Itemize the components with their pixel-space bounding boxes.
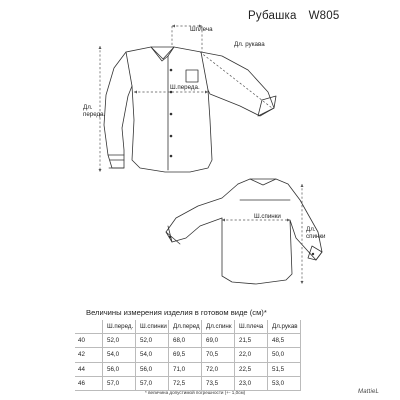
table-cell: 21,5 xyxy=(234,333,268,349)
table-cell: 70,5 xyxy=(201,347,235,363)
table-header-row: Ш.перед. Ш.спинки Дл.перед Дл.спинк Ш.пл… xyxy=(75,320,301,335)
table-cell: 57,0 xyxy=(135,376,169,391)
table-cell: 51,5 xyxy=(267,362,301,377)
table-cell: 53,0 xyxy=(267,376,301,391)
table-cell: 52,0 xyxy=(135,333,169,349)
table-header-cell: Ш.плеча xyxy=(234,320,268,335)
measurements-caption: Величины измерения изделия в готовом вид… xyxy=(86,308,267,317)
table-cell: 54,0 xyxy=(135,347,169,363)
table-header-cell xyxy=(75,320,103,335)
table-cell: 23,0 xyxy=(234,376,268,391)
table-cell: 46 xyxy=(75,376,103,391)
shirt-back-sketch xyxy=(165,178,323,285)
table-cell: 40 xyxy=(75,333,103,349)
table-row: 40 52,0 52,0 68,0 69,0 21,5 48,5 xyxy=(75,333,301,349)
table-cell: 69,0 xyxy=(201,333,235,349)
table-cell: 22,0 xyxy=(234,347,268,363)
table-row: 42 54,0 54,0 69,5 70,5 22,0 50,0 xyxy=(75,347,301,363)
table-cell: 57,0 xyxy=(102,376,136,391)
table-header-cell: Ш.спинки xyxy=(135,320,169,335)
product-name: Рубашка xyxy=(248,10,297,22)
table-cell: 56,0 xyxy=(135,362,169,377)
sleeve-length-measure-line xyxy=(199,51,273,109)
shoulder-label: Шплеча xyxy=(190,26,213,33)
back-width-label: Ш.спинки xyxy=(254,213,281,220)
table-header-cell: Дл.перед xyxy=(168,320,202,335)
table-cell: 50,0 xyxy=(267,347,301,363)
table-cell: 44 xyxy=(75,362,103,377)
brand-logo: MattieL xyxy=(358,389,380,395)
table-cell: 52,0 xyxy=(102,333,136,349)
table-cell: 71,0 xyxy=(168,362,202,377)
table-cell: 56,0 xyxy=(102,362,136,377)
table-header-cell: Ш.перед. xyxy=(102,320,136,335)
table-row: 44 56,0 56,0 71,0 72,0 22,5 51,5 xyxy=(75,362,301,377)
table-header-cell: Дл.спинк xyxy=(201,320,235,335)
table-cell: 42 xyxy=(75,347,103,363)
document-title: Рубашка W805 xyxy=(248,10,388,22)
table-cell: 54,0 xyxy=(102,347,136,363)
table-cell: 68,0 xyxy=(168,333,202,349)
tolerance-footnote: * величина допустимой погрешности (+- 1,… xyxy=(145,390,246,395)
sleeve-length-label: Дл. рукава xyxy=(234,41,265,48)
size-table: Ш.перед. Ш.спинки Дл.перед Дл.спинк Ш.пл… xyxy=(75,320,301,391)
table-header-cell: Дл.рукав xyxy=(267,320,301,335)
front-buttons xyxy=(169,68,173,158)
table-row: 46 57,0 57,0 72,5 73,5 23,0 53,0 xyxy=(75,376,301,391)
front-length-label: Дл. переда. xyxy=(83,104,106,119)
shoulder-arrow-icon xyxy=(172,24,202,28)
table-cell: 69,5 xyxy=(168,347,202,363)
back-length-label: Дл. спинки xyxy=(306,226,326,241)
back-cuff-buttons xyxy=(168,235,315,256)
model-code: W805 xyxy=(308,10,340,22)
table-cell: 72,0 xyxy=(201,362,235,377)
table-cell: 73,5 xyxy=(201,376,235,391)
table-cell: 48,5 xyxy=(267,333,301,349)
shirt-front-sketch xyxy=(103,46,277,173)
front-width-label: Ш.переда. xyxy=(170,84,200,91)
table-cell: 72,5 xyxy=(168,376,202,391)
table-cell: 22,5 xyxy=(234,362,268,377)
